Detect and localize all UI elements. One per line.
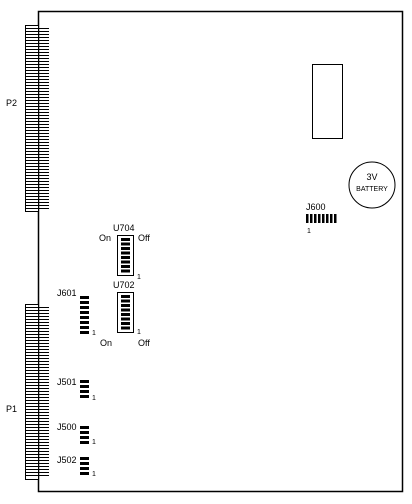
jumper-pin bbox=[80, 306, 89, 309]
chip-socket bbox=[312, 64, 343, 139]
battery-label: BATTERY bbox=[356, 186, 388, 193]
jumper-pin bbox=[326, 214, 329, 223]
jumper-pin bbox=[80, 311, 89, 314]
u702-off-label: Off bbox=[138, 338, 150, 348]
switch-lever bbox=[121, 326, 130, 330]
jumper-pin bbox=[80, 301, 89, 304]
u702-on-label: On bbox=[100, 338, 112, 348]
p2-connector bbox=[25, 25, 49, 212]
u702-label: U702 bbox=[113, 280, 135, 290]
switch-lever bbox=[121, 251, 130, 255]
switch-lever bbox=[121, 299, 130, 303]
battery-voltage: 3V bbox=[366, 172, 377, 182]
j500-pin1: 1 bbox=[92, 439, 96, 446]
jumper-pin bbox=[314, 214, 317, 223]
p1-label: P1 bbox=[6, 404, 17, 414]
u704-on-label: On bbox=[99, 233, 111, 243]
switch-lever bbox=[121, 269, 130, 273]
j601-pin1: 1 bbox=[92, 330, 96, 337]
j500-label: J500 bbox=[57, 422, 77, 432]
jumper-pin bbox=[80, 321, 89, 324]
jumper-pin bbox=[80, 441, 89, 444]
jumper-pin bbox=[80, 426, 89, 429]
jumper-pin bbox=[80, 431, 89, 434]
u704-label: U704 bbox=[113, 223, 135, 233]
j601-label: J601 bbox=[57, 288, 77, 298]
jumper-pin bbox=[80, 462, 89, 465]
switch-lever bbox=[121, 256, 130, 259]
switch-lever bbox=[121, 260, 130, 264]
j501-pin1: 1 bbox=[92, 395, 96, 402]
u704-pin1: 1 bbox=[137, 274, 141, 281]
jumper-pin bbox=[322, 214, 325, 223]
jumper-pin bbox=[334, 214, 337, 223]
jumper-pin bbox=[80, 296, 89, 299]
j502-jumper bbox=[80, 457, 89, 475]
jumper-pin bbox=[80, 395, 89, 398]
j502-pin1: 1 bbox=[92, 471, 96, 478]
battery-outline bbox=[348, 161, 396, 209]
switch-lever bbox=[121, 242, 130, 246]
u702-pin1: 1 bbox=[137, 329, 141, 336]
jumper-pin bbox=[80, 331, 89, 334]
switch-lever bbox=[121, 308, 130, 312]
jumper-pin bbox=[80, 380, 89, 383]
jumper-pin bbox=[80, 390, 89, 393]
jumper-pin bbox=[80, 467, 89, 470]
j502-label: J502 bbox=[57, 455, 77, 465]
j600-label: J600 bbox=[306, 202, 326, 212]
switch-lever bbox=[121, 317, 130, 321]
jumper-pin bbox=[330, 214, 333, 223]
switch-lever bbox=[121, 313, 130, 316]
j500-jumper bbox=[80, 426, 89, 444]
jumper-pin bbox=[306, 214, 309, 223]
switch-lever bbox=[121, 304, 130, 307]
jumper-pin bbox=[310, 214, 313, 223]
j600-jumper bbox=[306, 214, 337, 223]
p1-connector-pins bbox=[26, 307, 49, 476]
p2-label: P2 bbox=[6, 98, 17, 108]
u704-off-label: Off bbox=[138, 233, 150, 243]
jumper-pin bbox=[80, 436, 89, 439]
switch-lever bbox=[121, 322, 130, 325]
p2-connector-pins bbox=[26, 28, 49, 209]
u702-levers bbox=[121, 295, 130, 330]
jumper-pin bbox=[80, 472, 89, 475]
j501-jumper bbox=[80, 380, 89, 398]
battery: 3V BATTERY bbox=[348, 161, 396, 209]
jumper-pin bbox=[80, 316, 89, 319]
board-outline bbox=[37, 10, 404, 493]
j601-jumper bbox=[80, 296, 89, 334]
j600-pin1: 1 bbox=[307, 228, 311, 235]
switch-lever bbox=[121, 247, 130, 250]
jumper-pin bbox=[80, 457, 89, 460]
switch-lever bbox=[121, 295, 130, 298]
u704-levers bbox=[121, 238, 130, 273]
jumper-pin bbox=[318, 214, 321, 223]
switch-lever bbox=[121, 238, 130, 241]
jumper-pin bbox=[80, 385, 89, 388]
u702-dip-switch bbox=[117, 292, 134, 333]
switch-lever bbox=[121, 265, 130, 268]
jumper-pin bbox=[80, 326, 89, 329]
u704-dip-switch bbox=[117, 235, 134, 276]
j501-label: J501 bbox=[57, 377, 77, 387]
p1-connector bbox=[25, 304, 49, 480]
